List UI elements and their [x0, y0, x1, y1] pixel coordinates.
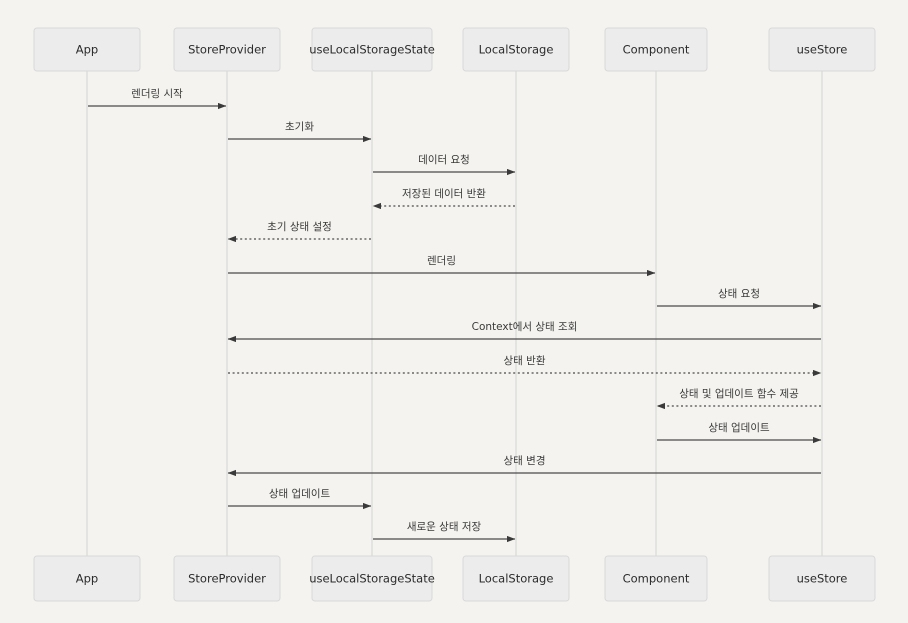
actor-box-rect — [173, 27, 281, 72]
actor-header-boxes: App StoreProvider useLocalStorageState Loca… — [33, 27, 876, 72]
actor-box-bottom-use-local-storage-state[interactable]: useLocalStorageState — [309, 555, 435, 602]
actor-box-top-component[interactable]: Component — [604, 27, 708, 72]
message-label: 초기화 — [285, 121, 314, 133]
actor-box-rect — [462, 27, 570, 72]
message-label: 상태 요청 — [718, 288, 760, 300]
message-13: 새로운 상태 저장 — [373, 521, 516, 543]
actor-label: useLocalStorageState — [309, 572, 435, 586]
message-label: Context에서 상태 조회 — [472, 321, 578, 333]
message-label: 저장된 데이터 반환 — [402, 188, 486, 200]
message-label: 초기 상태 설정 — [267, 221, 332, 233]
message-10: 상태 업데이트 — [657, 421, 822, 444]
actor-label: LocalStorage — [479, 43, 554, 57]
actor-box-rect — [604, 27, 708, 72]
actor-label: useStore — [797, 43, 848, 57]
message-5: 렌더링 — [228, 255, 656, 277]
message-12: 상태 업데이트 — [228, 487, 372, 510]
actor-label: useStore — [797, 572, 848, 586]
actor-box-bottom-store-provider[interactable]: StoreProvider — [173, 555, 281, 602]
actor-box-rect — [33, 27, 141, 72]
message-1: 초기화 — [228, 121, 372, 143]
actor-box-bottom-component[interactable]: Component — [604, 555, 708, 602]
actor-box-rect — [33, 555, 141, 602]
actor-label: App — [76, 43, 98, 57]
message-label: 상태 업데이트 — [269, 487, 331, 500]
actor-box-rect — [311, 27, 433, 72]
message-label: 상태 변경 — [504, 454, 546, 467]
actor-label: App — [76, 572, 98, 586]
actor-box-bottom-app[interactable]: App — [33, 555, 141, 602]
message-label: 렌더링 — [427, 255, 456, 267]
actor-box-rect — [173, 555, 281, 602]
actor-label: Component — [623, 572, 690, 586]
actor-box-rect — [768, 555, 876, 602]
actor-box-top-local-storage[interactable]: LocalStorage — [462, 27, 570, 72]
message-label: 상태 및 업데이트 함수 제공 — [679, 387, 799, 400]
message-label: 상태 반환 — [504, 355, 546, 367]
message-8: 상태 반환 — [228, 355, 822, 377]
message-0: 렌더링 시작 — [88, 88, 227, 110]
actor-box-top-app[interactable]: App — [33, 27, 141, 72]
message-9: 상태 및 업데이트 함수 제공 — [656, 387, 821, 410]
actor-label: StoreProvider — [188, 43, 266, 57]
actor-box-bottom-local-storage[interactable]: LocalStorage — [462, 555, 570, 602]
message-6: 상태 요청 — [657, 288, 822, 310]
message-4: 초기 상태 설정 — [227, 221, 371, 243]
actor-box-top-store-provider[interactable]: StoreProvider — [173, 27, 281, 72]
message-label: 새로운 상태 저장 — [407, 521, 482, 533]
actor-box-rect — [462, 555, 570, 602]
message-label: 데이터 요청 — [418, 154, 470, 166]
message-label: 렌더링 시작 — [131, 88, 183, 100]
message-2: 데이터 요청 — [373, 154, 516, 176]
actor-footer-boxes: App StoreProvider useLocalStorageState Loca… — [33, 555, 876, 602]
message-11: 상태 변경 — [227, 454, 821, 477]
message-3: 저장된 데이터 반환 — [372, 188, 515, 210]
actor-box-top-use-store[interactable]: useStore — [768, 27, 876, 72]
actor-box-rect — [768, 27, 876, 72]
actor-label: useLocalStorageState — [309, 43, 435, 57]
lifelines-layer — [86, 71, 823, 556]
actor-label: Component — [623, 43, 690, 57]
actor-label: StoreProvider — [188, 572, 266, 586]
actor-label: LocalStorage — [479, 572, 554, 586]
actor-box-bottom-use-store[interactable]: useStore — [768, 555, 876, 602]
actor-box-rect — [604, 555, 708, 602]
message-label: 상태 업데이트 — [708, 421, 770, 434]
message-7: Context에서 상태 조회 — [227, 321, 821, 343]
actor-box-rect — [311, 555, 433, 602]
actor-box-top-use-local-storage-state[interactable]: useLocalStorageState — [309, 27, 435, 72]
